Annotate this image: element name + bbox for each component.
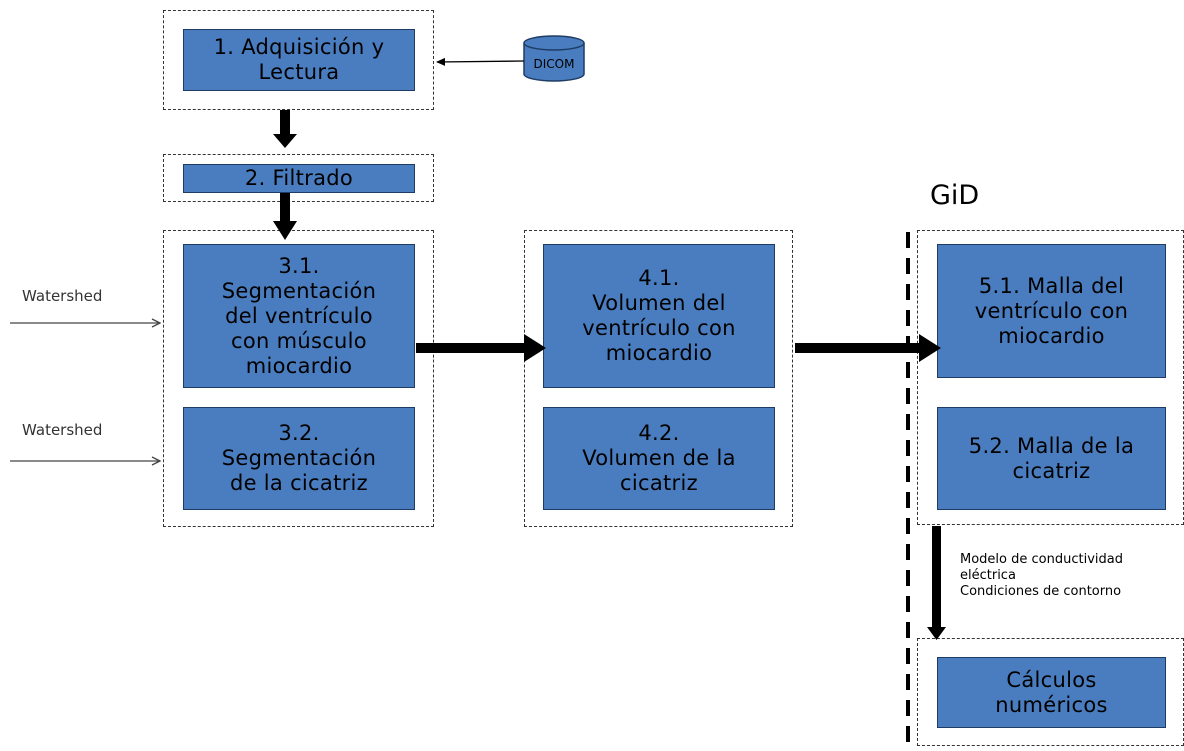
- box-calculos-numericos: Cálculos numéricos: [937, 657, 1166, 728]
- conductivity-note: Modelo de conductividad eléctrica Condic…: [960, 552, 1123, 599]
- arrow-segmentacion-volumen: [416, 334, 546, 362]
- box-filtrado: 2. Filtrado: [183, 164, 415, 193]
- box-adquisicion-lectura: 1. Adquisición y Lectura: [183, 29, 415, 91]
- group-filtrado: [163, 154, 434, 202]
- gid-title: GiD: [930, 180, 980, 211]
- box-malla-ventriculo: 5.1. Malla del ventrículo con miocardio: [937, 244, 1166, 378]
- arrow-filtrado-segmentacion: [273, 193, 297, 240]
- group-segmentacion: [163, 230, 434, 527]
- group-volumen: [524, 230, 793, 527]
- dicom-arrow: [436, 57, 525, 66]
- box-malla-cicatriz: 5.2. Malla de la cicatriz: [937, 407, 1166, 510]
- dicom-database-icon: DICOM: [523, 35, 585, 82]
- box-segmentacion-cicatriz: 3.2. Segmentación de la cicatriz: [183, 407, 415, 510]
- box-segmentacion-ventriculo: 3.1. Segmentación del ventrículo con mús…: [183, 244, 415, 388]
- box-volumen-ventriculo: 4.1. Volumen del ventrículo con miocardi…: [543, 244, 775, 388]
- box-volumen-cicatriz: 4.2. Volumen de la cicatriz: [543, 407, 775, 510]
- dicom-label: DICOM: [534, 57, 575, 71]
- watershed-label-2: Watershed: [22, 421, 103, 439]
- arrow-adquisicion-filtrado: [273, 110, 297, 148]
- watershed-label-1: Watershed: [22, 287, 103, 305]
- arrow-malla-calculos: [927, 526, 946, 640]
- arrow-volumen-malla: [795, 334, 941, 362]
- group-adquisicion: [163, 10, 434, 110]
